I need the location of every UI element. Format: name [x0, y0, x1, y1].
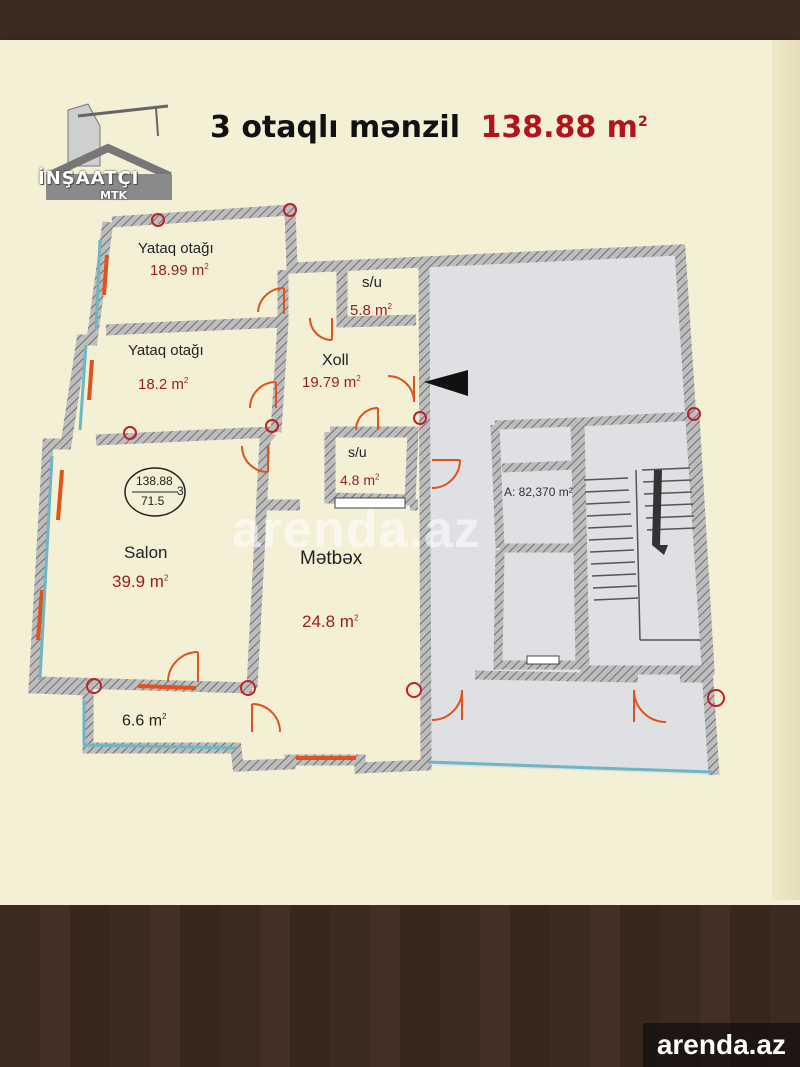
windows — [36, 254, 356, 760]
doors — [167, 286, 667, 733]
room-area-bedroom-1: 18.99 m2 — [150, 262, 209, 279]
room-label-bath-1: s/u — [362, 274, 383, 291]
crane-building-icon — [46, 103, 172, 200]
entrance-arrow — [424, 370, 468, 396]
balcony-glazing — [38, 239, 713, 774]
room-label-bath-2: s/u — [348, 444, 367, 460]
room-label-salon: Salon — [124, 543, 168, 562]
title-area: 138.88 m2 — [480, 110, 648, 145]
logo-sub: MTK — [100, 189, 127, 202]
room-label-bedroom-1: Yataq otağı — [138, 240, 214, 257]
title-text: 3 otaqlı mənzil — [210, 110, 460, 145]
stair-arrow — [652, 470, 668, 555]
room-area-hall: 19.79 m2 — [302, 374, 361, 391]
room-area-balcony: 6.6 m2 — [122, 712, 167, 730]
page-title: 3 otaqlı mənzil 138.88 m2 — [210, 110, 648, 145]
unit-badge — [124, 467, 186, 517]
unit-badge-number: 3 — [177, 484, 184, 498]
room-area-bath-2: 4.8 m2 — [340, 472, 380, 488]
logo-name: İNŞAATÇI — [38, 168, 140, 189]
room-area-bath-1: 5.8 m2 — [350, 302, 392, 319]
room-label-kitchen: Mətbəx — [300, 548, 363, 569]
footer-watermark: arenda.az — [642, 1023, 800, 1067]
watermark: arenda.az — [232, 501, 481, 559]
room-area-salon: 39.9 m2 — [112, 572, 169, 591]
room-label-hall: Xoll — [322, 352, 349, 369]
lift-block — [474, 411, 715, 683]
room-label-bedroom-2: Yataq otağı — [128, 342, 204, 359]
stair-area-label: A: 82,370 m² — [504, 485, 573, 499]
room-area-bedroom-2: 18.2 m2 — [138, 376, 189, 393]
unit-badge-living: 71.5 — [141, 494, 165, 508]
page-edge — [772, 40, 800, 900]
column-markers — [86, 203, 725, 707]
unit-badge-total: 138.88 — [136, 474, 173, 488]
room-area-kitchen: 24.8 m2 — [302, 612, 359, 631]
